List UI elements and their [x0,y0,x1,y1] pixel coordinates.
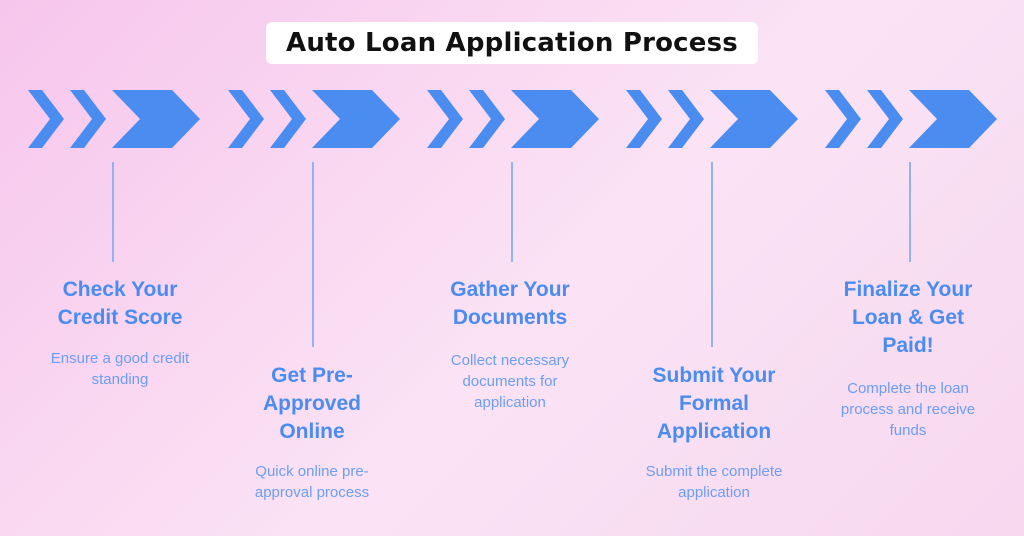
step-1-title: Check Your Credit Score [57,278,183,329]
chevron-large-icon [112,90,200,148]
chevron-large-icon [909,90,997,148]
chevron-small-icon [469,90,505,148]
step-2-chevrons [228,90,400,148]
step-3-title: Gather Your Documents [450,278,570,329]
chevron-small-icon [70,90,106,148]
step-4-chevrons [626,90,798,148]
step-2-title: Get Pre-Approved Online [262,364,361,443]
step-5-description: Complete the loan process and receive fu… [840,380,976,439]
step-1-description: Ensure a good credit standing [50,350,190,388]
step-4-title: Submit Your Formal Application [652,364,776,443]
chevron-small-icon [867,90,903,148]
chevron-large-icon [710,90,798,148]
chevron-small-icon [228,90,264,148]
step-5-title: Finalize Your Loan & Get Paid! [843,278,973,357]
step-2-description: Quick online pre-approval process [254,463,370,501]
step-3-chevrons [427,90,599,148]
chevron-small-icon [825,90,861,148]
step-3-description: Collect necessary documents for applicat… [450,352,570,411]
chevron-large-icon [511,90,599,148]
chevron-small-icon [427,90,463,148]
chevron-small-icon [270,90,306,148]
page-title: Auto Loan Application Process [286,28,738,58]
title-banner: Auto Loan Application Process [266,22,758,64]
step-1-chevrons [28,90,200,148]
step-4-description: Submit the complete application [645,463,783,501]
chevron-small-icon [668,90,704,148]
chevron-small-icon [28,90,64,148]
chevron-large-icon [312,90,400,148]
connector-lines [112,162,911,347]
chevron-small-icon [626,90,662,148]
step-5-chevrons [825,90,997,148]
